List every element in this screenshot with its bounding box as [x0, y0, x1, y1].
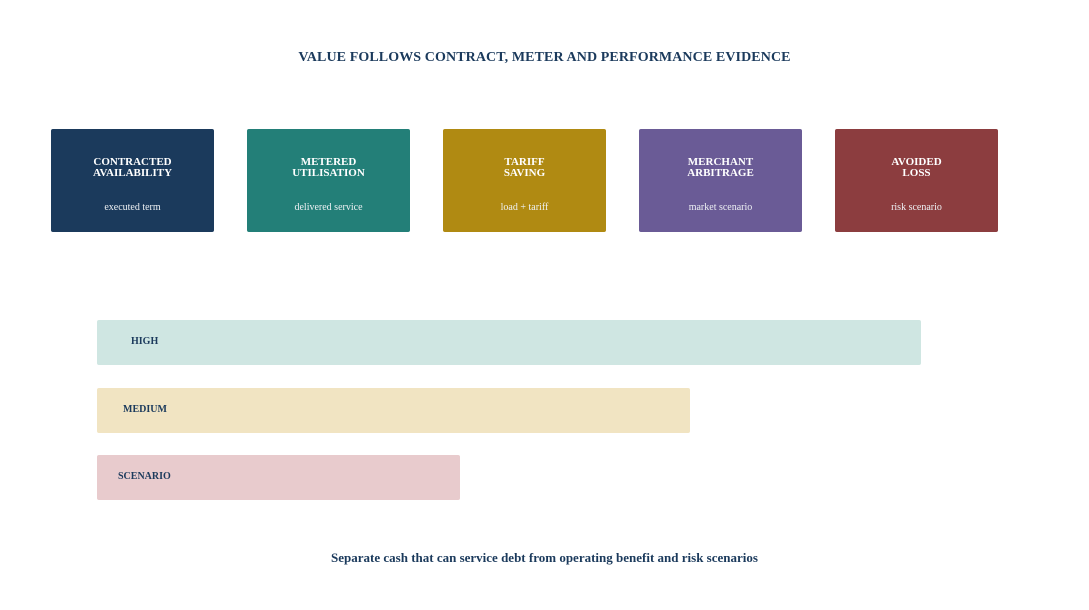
card-tariff-saving: TARIFF SAVING load + tariff — [443, 129, 606, 232]
card-merchant-arbitrage: MERCHANT ARBITRAGE market scenario — [639, 129, 802, 232]
card-contracted-availability: CONTRACTED AVAILABILITY executed term — [51, 129, 214, 232]
card-title: MERCHANT ARBITRAGE — [687, 156, 754, 179]
card-avoided-loss: AVOIDED LOSS risk scenario — [835, 129, 998, 232]
card-title: AVOIDED LOSS — [891, 156, 942, 179]
bar-label: HIGH — [131, 336, 159, 347]
bar-label: MEDIUM — [123, 404, 167, 415]
card-subtitle: market scenario — [688, 202, 753, 213]
card-subtitle: executed term — [104, 202, 161, 213]
card-title: TARIFF SAVING — [503, 156, 546, 179]
bar-label: SCENARIO — [118, 471, 171, 482]
card-title: METERED UTILISATION — [292, 156, 365, 179]
bar-medium: MEDIUM — [97, 388, 690, 433]
card-metered-utilisation: METERED UTILISATION delivered service — [247, 129, 410, 232]
footer-note: Separate cash that can service debt from… — [331, 550, 758, 565]
card-subtitle: load + tariff — [500, 202, 549, 213]
diagram-title: VALUE FOLLOWS CONTRACT, METER AND PERFOR… — [298, 50, 791, 65]
card-subtitle: risk scenario — [891, 202, 942, 213]
card-subtitle: delivered service — [294, 202, 363, 213]
bar-scenario: SCENARIO — [97, 455, 460, 500]
bar-high: HIGH — [97, 320, 921, 365]
card-title: CONTRACTED AVAILABILITY — [92, 156, 173, 179]
